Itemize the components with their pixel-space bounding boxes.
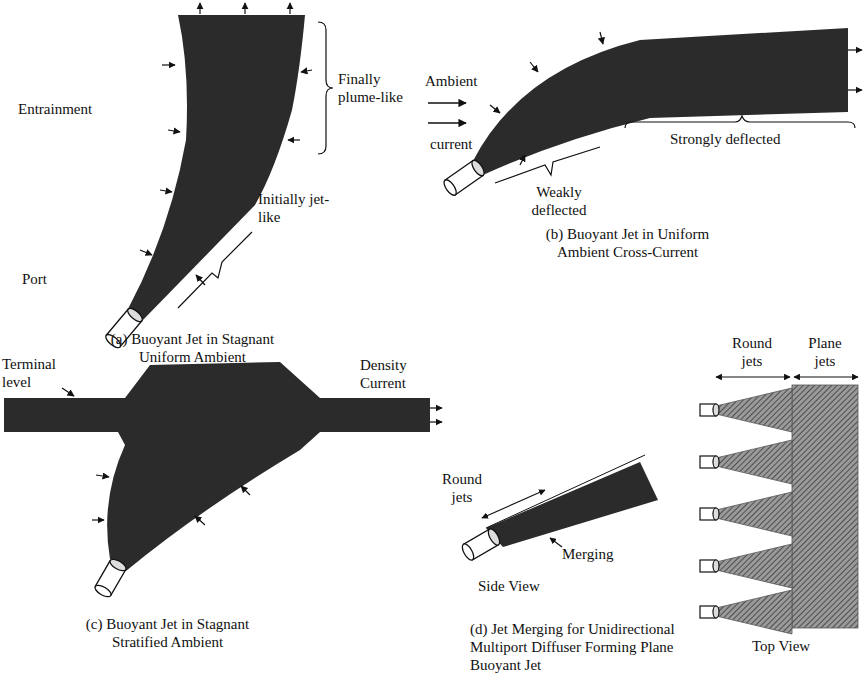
label: Density Current [360,356,425,392]
port-nozzle [460,527,502,562]
port-nozzle [713,456,719,468]
brace [495,147,600,183]
label: Side View [478,577,540,595]
label: Initially jet-like [258,190,333,226]
port-nozzle [713,560,719,572]
label: Strongly deflected [670,130,780,148]
caption: (d) Jet Merging for Unidirectional Multi… [470,620,715,674]
brace [625,116,855,128]
label: Weakly deflected [520,183,598,219]
round-jet [716,492,792,536]
caption: (b) Buoyant Jet in Uniform Ambient Cross… [520,225,735,261]
label: Merging [562,545,613,563]
port-nozzle [442,158,487,197]
label: Terminal level [2,355,72,391]
label: Round jets [726,334,778,370]
jet-d-side [460,455,658,562]
label: Port [22,270,47,288]
label: current [430,135,472,153]
caption: (c) Buoyant Jet in Stagnant Stratified A… [60,615,275,651]
port-nozzle [713,508,719,520]
port-nozzle [713,404,719,416]
round-jet [716,590,792,634]
round-jet [716,440,792,484]
caption: (a) Buoyant Jet in Stagnant Uniform Ambi… [90,330,295,366]
label: Top View [752,637,810,655]
brace [318,22,333,154]
label: Ambient [425,72,478,90]
label: Entrainment [18,100,92,118]
brace [178,232,252,308]
jet-d-top [700,377,858,634]
label: Plane jets [799,334,851,370]
label: Round jets [438,470,486,506]
port-nozzle [93,557,128,599]
label: Finally plume-like [338,70,418,106]
jet-b [428,28,862,197]
jet-a [104,3,333,350]
round-jet [716,388,792,432]
round-jet [716,544,792,588]
port-nozzle [713,606,719,618]
jet-c [4,362,442,599]
